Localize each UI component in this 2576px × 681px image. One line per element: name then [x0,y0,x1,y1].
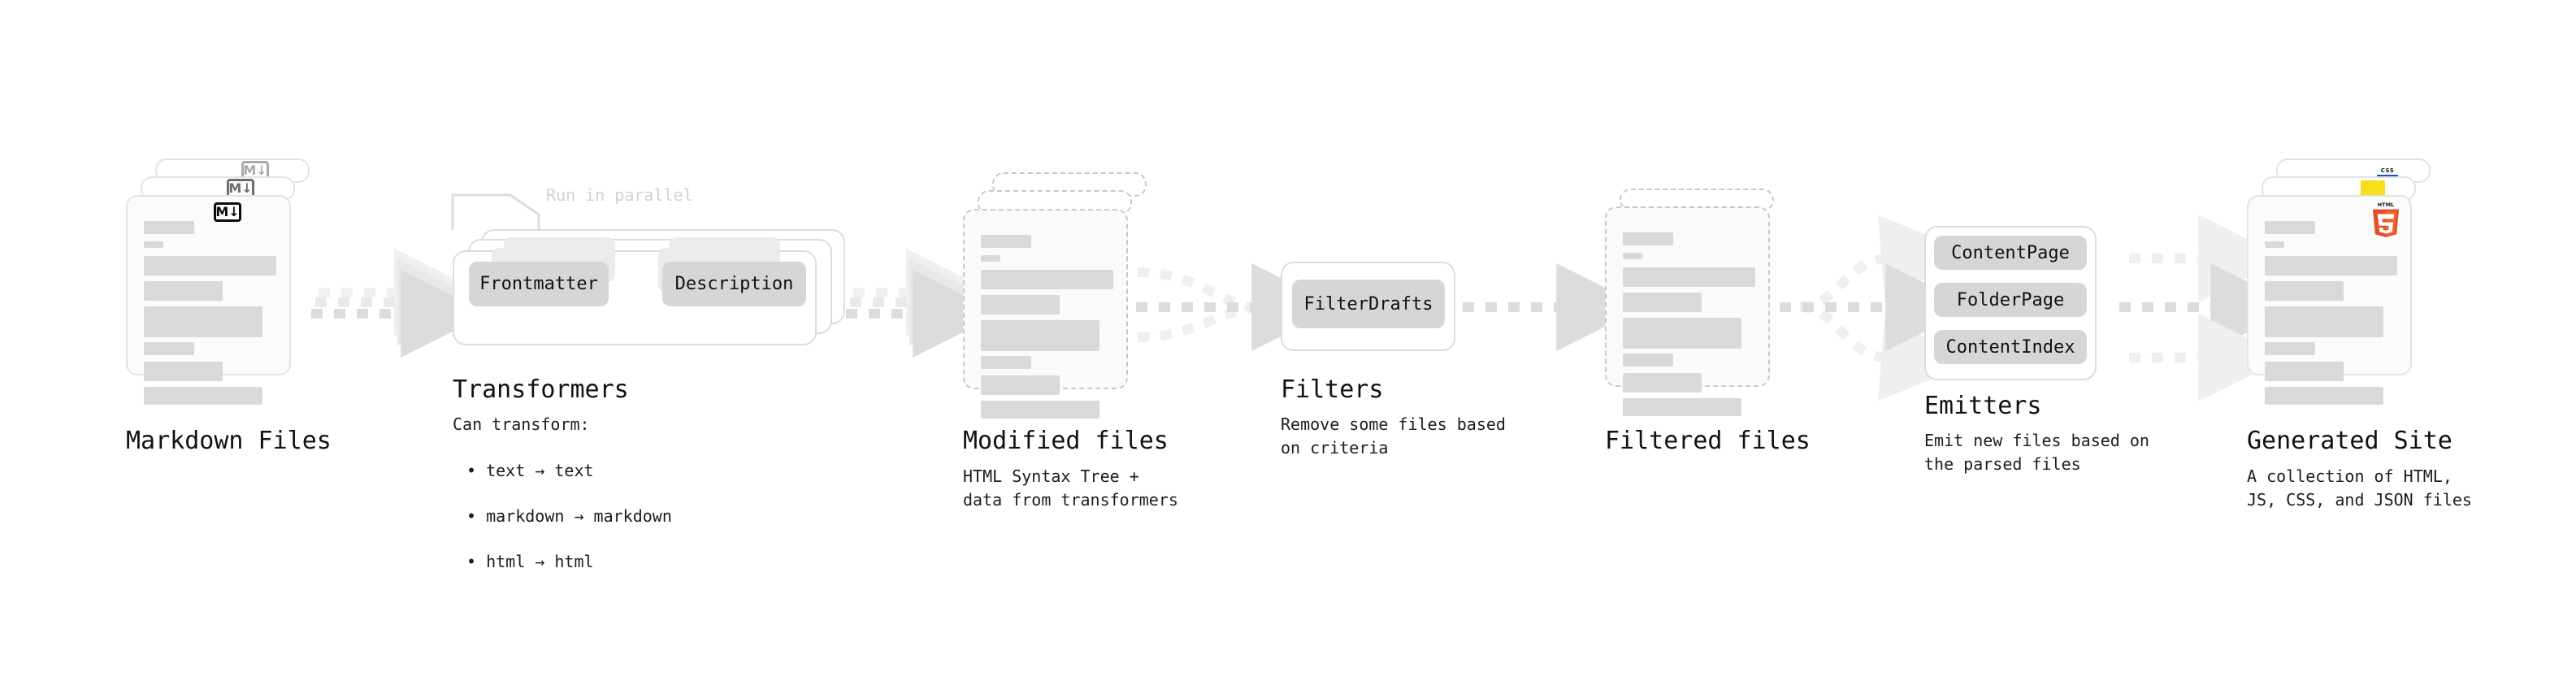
skeleton-bar [1623,398,1741,416]
arrow-emitters-to-site [2119,215,2299,401]
html5-badge-icon: HTML [2370,199,2401,240]
skeleton-bar [981,320,1099,351]
skeleton-bar [981,375,1060,395]
skeleton-bar [981,295,1060,314]
skeleton-bar [2265,256,2397,275]
stage-title-filtered-files: Filtered files [1605,427,1811,455]
skeleton-bar [1623,354,1673,367]
sheet-front [1605,206,1770,416]
skeleton-bar [981,270,1113,289]
arrow-markdown-to-transformers [311,249,489,358]
skeleton-bar [1623,253,1642,259]
stage-title-filters: Filters [1281,375,1384,404]
sheet-front [126,195,291,405]
pill-contentpage[interactable]: ContentPage [1934,236,2087,270]
bullet-item: • html → html [466,552,594,571]
skeleton-bar [981,255,1000,262]
stage-title-markdown-files: Markdown Files [126,427,332,455]
pill-folderpage[interactable]: FolderPage [1934,283,2087,317]
arrow-filtered-to-emitters [1780,215,1974,401]
pill-filterdrafts[interactable]: FilterDrafts [1292,280,1445,328]
stage-bullet-text: • text → text • markdown → markdown • ht… [466,436,672,596]
stage-desc-transformers: Can transform: [453,414,590,434]
css-badge-label: CSS [2380,167,2395,174]
skeleton-bar [144,342,194,355]
pill-contentindex[interactable]: ContentIndex [1934,330,2087,364]
stage-desc-modified-files: HTML Syntax Tree + data from transformer… [963,466,1178,510]
skeleton-bar [1623,318,1741,349]
pill-description[interactable]: Description [662,262,806,306]
stage-desc-generated-site: A collection of HTML, JS, CSS, and JSON … [2247,466,2472,510]
skeleton-bar [144,362,223,381]
skeleton-bar [981,401,1099,419]
stage-desc-emitters: Emit new files based on the parsed files [1924,431,2149,474]
skeleton-bar [2265,306,2383,337]
bullet-item: • text → text [466,461,594,480]
stage-desc-filters: Remove some files based on criteria [1281,414,1506,458]
skeleton-bar [2265,221,2315,234]
skeleton-bar [144,256,276,275]
stage-title-transformers: Transformers [453,375,629,404]
skeleton-bar [1623,373,1702,393]
skeleton-bar [1623,267,1755,287]
stage-title-generated-site: Generated Site [2247,427,2452,455]
skeleton-bar [144,241,163,248]
bullet-item: • markdown → markdown [466,506,672,526]
skeleton-bar [144,281,223,301]
skeleton-bar [981,356,1031,369]
pill-frontmatter[interactable]: Frontmatter [469,262,609,306]
skeleton-bar [2265,387,2383,405]
skeleton-bar [1623,293,1702,312]
skeleton-bar [144,306,262,337]
html5-shield-svg: HTML [2372,202,2400,237]
skeleton-bar [1623,232,1673,245]
stage-title-modified-files: Modified files [963,427,1169,455]
stage-title-emitters: Emitters [1924,392,2042,420]
js-badge-icon [2361,180,2385,198]
run-in-parallel-bracket [451,193,540,230]
run-in-parallel-label: Run in parallel [546,185,693,205]
arrow-modified-to-filters [1136,263,1340,351]
skeleton-bar [144,387,262,405]
skeleton-bar [2265,281,2344,301]
svg-text:HTML: HTML [2378,202,2395,208]
skeleton-bar [144,221,194,234]
skeleton-bar [2265,362,2344,381]
skeleton-bar [2265,342,2315,355]
markdown-badge-icon: M↓ [214,202,241,222]
sheet-front [963,209,1128,419]
skeleton-bar [2265,241,2284,248]
skeleton-bar [981,235,1031,248]
